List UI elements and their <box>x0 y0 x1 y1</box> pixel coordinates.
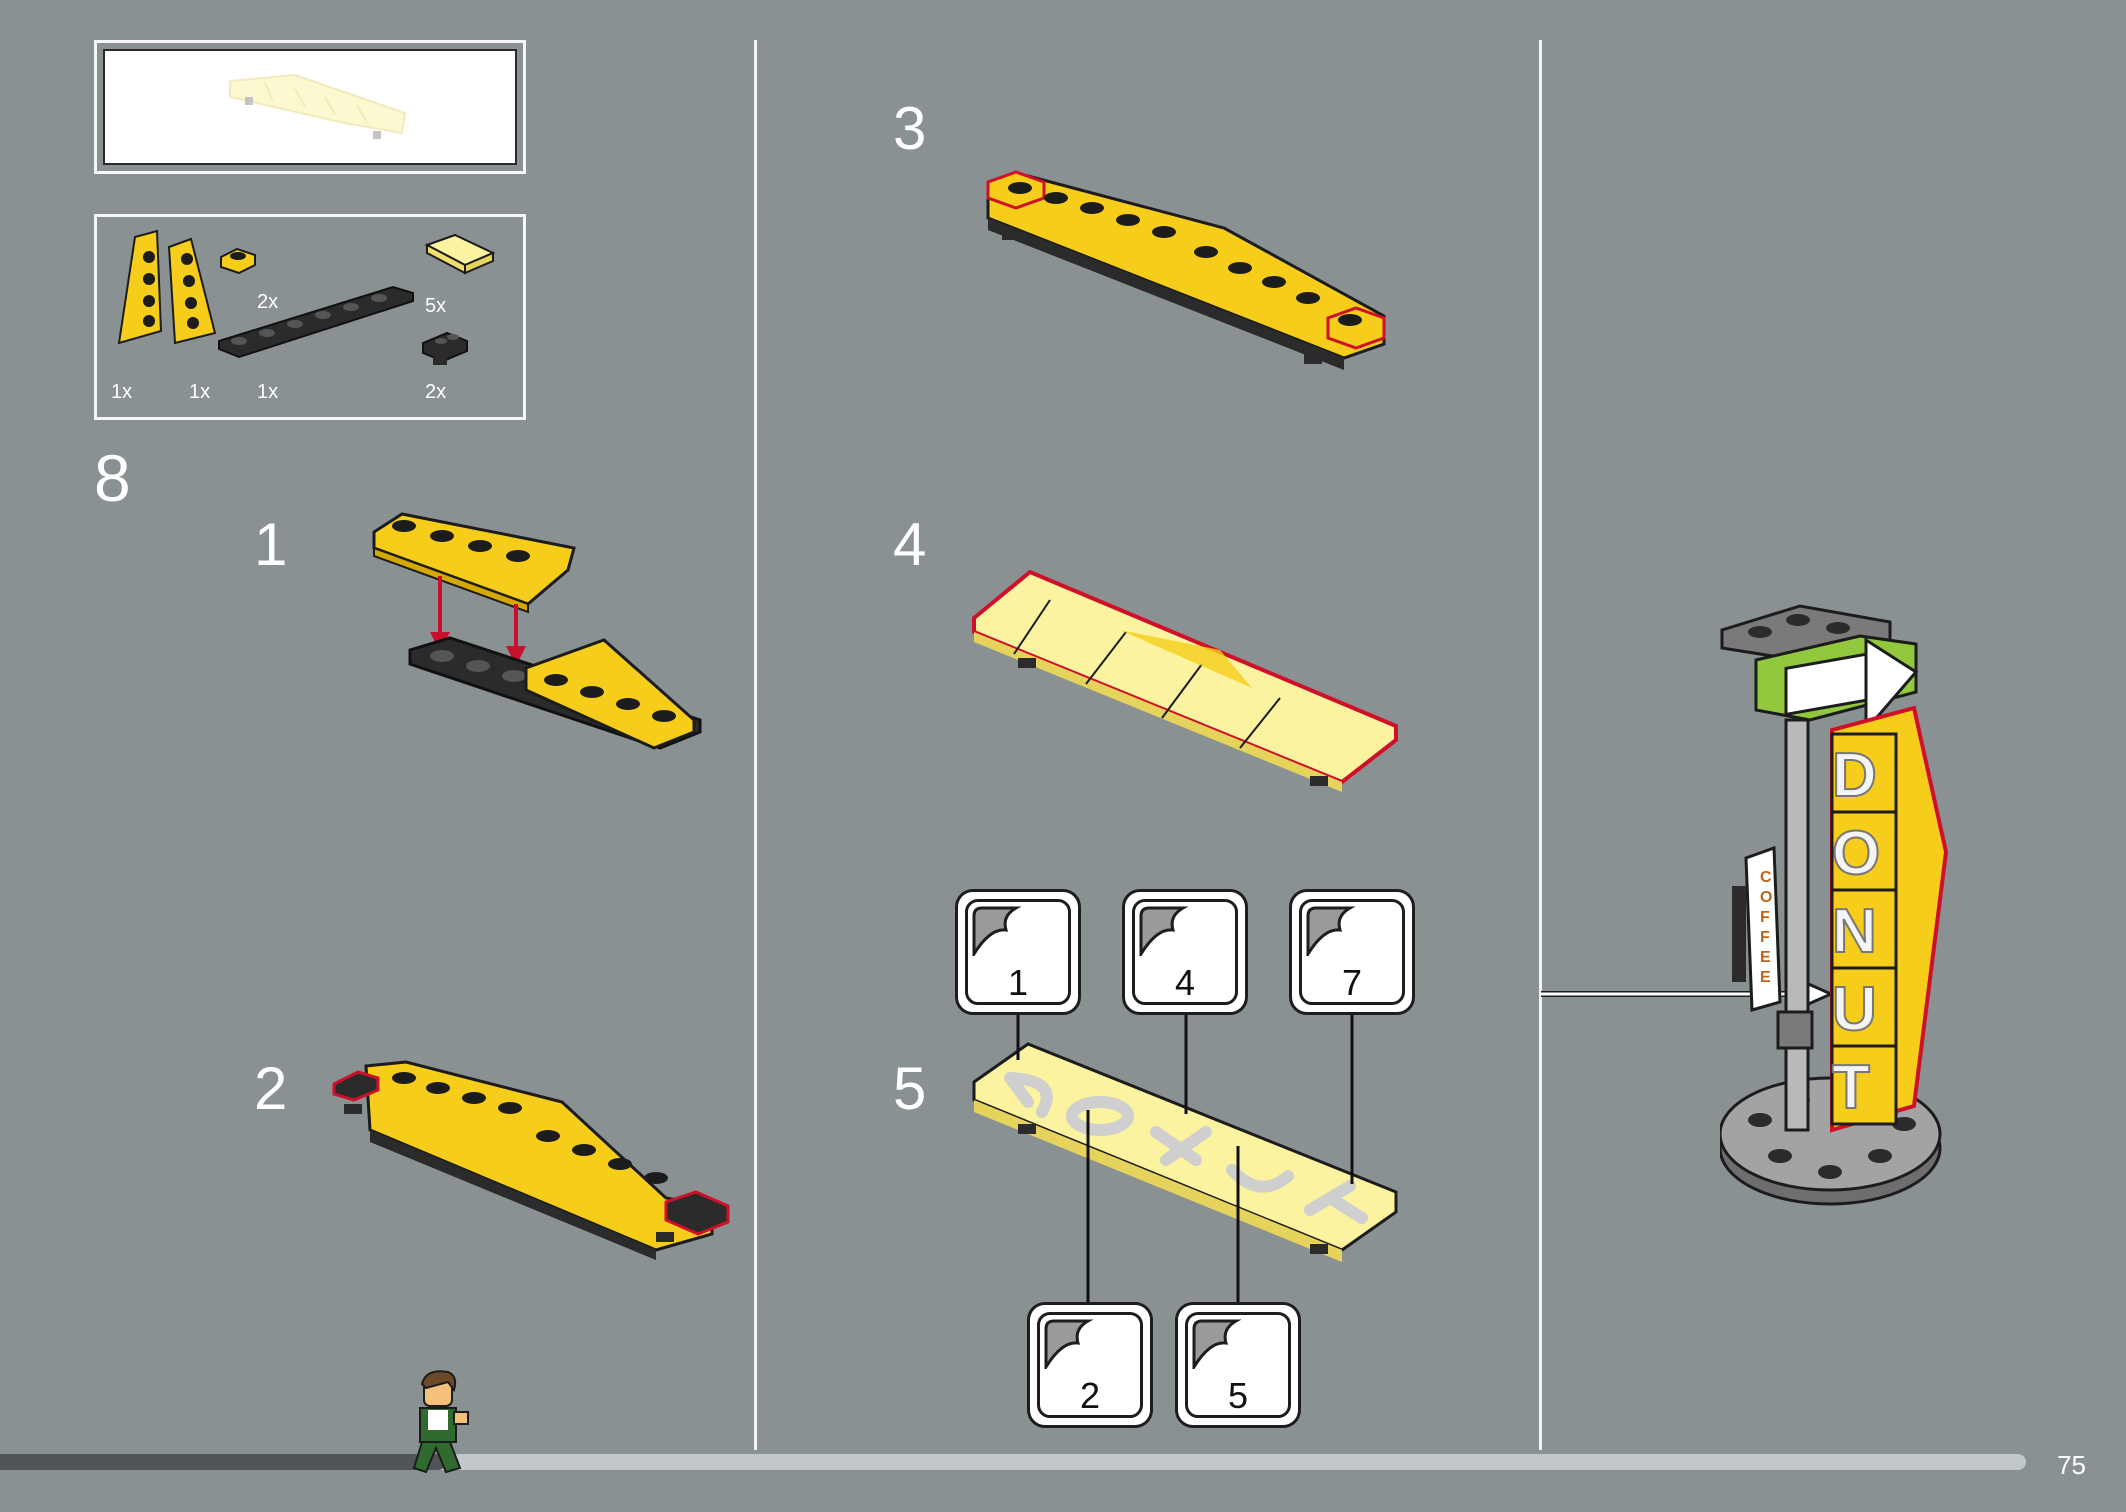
substep-2-number: 2 <box>254 1055 288 1122</box>
substep-5-illustration <box>972 1042 1398 1262</box>
substep-2-illustration <box>332 1060 730 1260</box>
sticker-number: 1 <box>1007 962 1029 1003</box>
donut-letter-o: O <box>1831 818 1881 889</box>
substep-4-illustration <box>972 570 1398 792</box>
sticker-number: 7 <box>1341 962 1363 1003</box>
page-number: 75 <box>2057 1450 2086 1480</box>
sticker-peel-icon <box>1139 906 1189 956</box>
substep-3-illustration <box>986 170 1386 370</box>
progress-bar-fill <box>0 1454 446 1470</box>
column-divider-1 <box>754 40 757 1450</box>
wedge-plate-left-part <box>117 229 163 345</box>
progress-bar-track <box>0 1454 2026 1470</box>
sticker-number: 5 <box>1227 1375 1249 1416</box>
column-divider-2 <box>1539 40 1542 1450</box>
plate-1x1-part <box>220 247 256 275</box>
part-qty-wedge-left: 1x <box>111 381 133 403</box>
substep-3-number: 3 <box>893 95 927 162</box>
submodel-preview-panel <box>103 49 517 165</box>
donut-letter-n: N <box>1831 896 1878 967</box>
submodel-preview-image <box>229 73 407 139</box>
wedge-plate-right-part <box>167 237 217 345</box>
submodel-preview-box <box>94 40 526 174</box>
substep-4-number: 4 <box>893 511 927 578</box>
sticker-leader-lines <box>1016 1010 1354 1302</box>
part-qty-tile-2x2: 5x <box>425 295 447 317</box>
tile-2x2-part <box>424 233 496 275</box>
minifigure-icon <box>412 1370 469 1474</box>
sticker-callout-5: 5 <box>1175 1302 1301 1428</box>
part-qty-wedge-right: 1x <box>189 381 211 403</box>
part-qty-clip-plate: 2x <box>425 381 447 403</box>
plate-with-clip-part <box>422 331 468 365</box>
sticker-callout-1: 1 <box>955 889 1081 1015</box>
parts-list-image <box>117 229 496 365</box>
substep-1-illustration <box>372 512 702 750</box>
plate-1x6-part <box>218 285 414 359</box>
donut-letter-t: T <box>1831 1052 1871 1123</box>
sticker-peel-icon <box>1044 1319 1094 1369</box>
donut-letter-u: U <box>1831 974 1878 1045</box>
sticker-peel-icon <box>972 906 1022 956</box>
substep-5-number: 5 <box>893 1055 927 1122</box>
sticker-number: 4 <box>1174 962 1196 1003</box>
sticker-peel-icon <box>1306 906 1356 956</box>
sticker-callout-7: 7 <box>1289 889 1415 1015</box>
sticker-number: 2 <box>1079 1375 1101 1416</box>
donut-letter-d: D <box>1831 740 1878 811</box>
part-qty-plate-1x1: 2x <box>257 291 279 313</box>
main-step-number: 8 <box>94 441 131 515</box>
part-qty-plate-1x6: 1x <box>257 381 279 403</box>
parts-list-box: 1x 1x 2x 1x 5x 2x <box>94 214 526 420</box>
substep-1-number: 1 <box>254 511 288 578</box>
sticker-callout-4: 4 <box>1122 889 1248 1015</box>
sticker-callout-2: 2 <box>1027 1302 1153 1428</box>
sticker-peel-icon <box>1192 1319 1242 1369</box>
